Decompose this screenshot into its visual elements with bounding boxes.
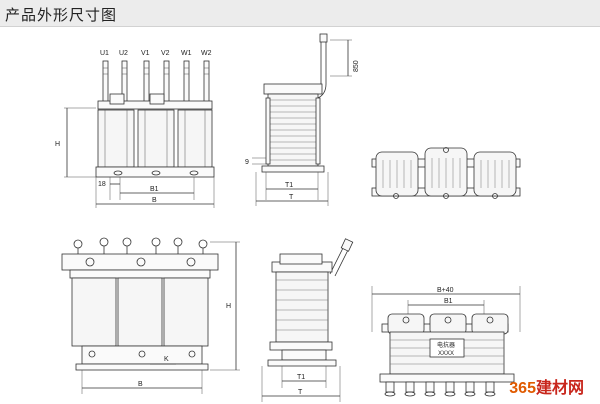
bottom-front-view: H K B [61,237,240,394]
terminal-label-w1: W1 [181,50,192,57]
dim-18-label: 18 [98,181,106,188]
dim-b-label: B [152,197,157,204]
terminal-bolts [384,381,496,397]
bottom-side-view: T1 T [261,238,354,402]
dim-9-label: 9 [245,159,249,166]
bottom-dim-height-label: H [226,303,231,310]
terminal-label-u2: U2 [119,50,128,57]
section-header: 产品外形尺寸图 [0,0,600,27]
watermark-text: 建材网 [535,380,584,397]
dim-b1-label-bottom: B1 [444,298,453,305]
dim-b1-label: B1 [150,186,159,193]
watermark-number: 365 [509,380,536,397]
nameplate-line-1: 电抗器 [437,341,455,349]
dim-height-label: H [55,141,60,148]
dimension-drawing: U1 U2 V1 V2 W1 W2 [55,33,521,402]
terminal-posts [102,60,210,104]
bottom-dim-b-label: B [138,381,143,388]
dim-t-label: T [289,194,294,201]
bottom-dim-t-label: T [298,389,303,396]
section-title: 产品外形尺寸图 [5,6,118,24]
side-view: 850 9 T1 T [245,33,360,206]
dim-t1-label: T1 [285,182,293,189]
bottom-dim-t1-label: T1 [297,374,305,381]
front-view: U1 U2 V1 V2 W1 W2 [55,50,215,208]
nameplate-line-2: XXXX [438,351,454,357]
dim-k-label: K [164,356,169,363]
bottom-top-view: B+40 B1 电抗器 XXXX [371,286,521,397]
dim-b40-label: B+40 [437,287,454,294]
terminal-label-v1: V1 [141,50,150,57]
nameplate [429,338,465,358]
watermark-logo: 365建材网 [509,374,584,398]
terminal-label-v2: V2 [161,50,170,57]
terminal-label-w2: W2 [201,50,212,57]
dim-850-label: 850 [353,60,360,72]
terminal-label-u1: U1 [100,50,109,57]
top-view [371,147,521,199]
